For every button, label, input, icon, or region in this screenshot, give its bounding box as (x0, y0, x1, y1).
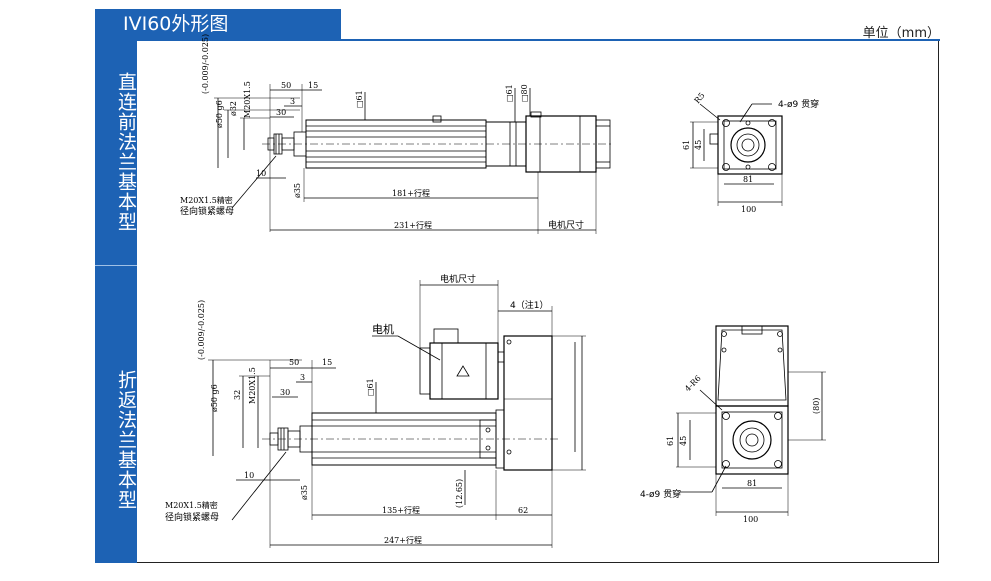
a15-text-bottom: 15 (322, 358, 332, 367)
d32-text-top: ø32 (229, 101, 238, 116)
nut-label-bottom-1: M20X1.5精密 (165, 500, 218, 510)
d61b-text-top: □61 (505, 84, 514, 102)
bottom-end-view (676, 325, 826, 516)
d1265-text: (12.65) (455, 479, 464, 508)
w100-text-bottom: 100 (743, 515, 758, 524)
motor-label: 电机 (372, 322, 394, 336)
h80-text-bottom: (80) (812, 398, 821, 414)
len181-text: 181+行程 (392, 188, 430, 198)
d80-text-top: □80 (520, 84, 529, 102)
sidebar-separator (95, 265, 137, 266)
unit-label: 单位（mm） (862, 26, 940, 41)
d35-text-top: ø35 (293, 183, 302, 198)
a3-text-top: 3 (290, 97, 295, 106)
m20-text-bottom: M20X1.5 (248, 367, 257, 404)
w100-text-top: 100 (741, 205, 756, 214)
a50-text-bottom: 50 (289, 358, 299, 367)
a3-text-bottom: 3 (300, 373, 305, 382)
page-title: IVI60外形图 (95, 9, 341, 39)
sidebar-label-bottom: 折返法兰基本型 (115, 370, 137, 510)
a10-text-top: 10 (256, 169, 266, 178)
a10-text-bottom: 10 (244, 471, 254, 480)
d35-text-bottom: ø35 (300, 485, 309, 500)
h45-text-bottom: 45 (679, 436, 688, 446)
nut-label-top-1: M20X1.5精密 (180, 195, 233, 205)
len62-text: 62 (518, 506, 528, 515)
len135-text: 135+行程 (382, 505, 420, 515)
r6-text: 4-R6 (683, 374, 703, 394)
h45-text-top: 45 (694, 140, 703, 150)
motor-size-text-bottom: 电机尺寸 (440, 273, 476, 285)
w81-text-top: 81 (743, 175, 753, 184)
a50-text-top: 50 (281, 81, 291, 90)
nut-label-top-2: 径向锁紧螺母 (180, 205, 234, 217)
a30-text-bottom: 30 (280, 388, 290, 397)
sidebar (95, 41, 137, 563)
holes-text-bottom: 4-ø9 贯穿 (640, 488, 681, 500)
sidebar-label-top: 直连前法兰基本型 (115, 72, 137, 232)
tol-text-top: (-0.009/-0.025) (201, 34, 210, 94)
len247-text: 247+行程 (384, 535, 422, 545)
h61-text-bottom: 61 (666, 436, 675, 446)
a30-text-top: 30 (276, 108, 286, 117)
top-side-view (214, 84, 612, 234)
d50-text-bottom: ø50 g6 (210, 384, 219, 412)
top-end-view (690, 103, 783, 206)
w81-text-bottom: 81 (747, 479, 757, 488)
d32-text-bottom: 32 (233, 390, 242, 400)
len231-text: 231+行程 (394, 220, 432, 230)
note-text: 4（注1） (510, 299, 548, 311)
d50-text-top: ø50 g6 (215, 100, 224, 128)
d61-text-top: □61 (355, 90, 364, 108)
m20-text-top: M20X1.5 (243, 81, 252, 118)
tol-text-bottom: (-0.009/-0.025) (197, 300, 206, 360)
drawing-frame (137, 41, 939, 563)
motor-size-text-top: 电机尺寸 (548, 219, 584, 231)
h61-text-top: 61 (682, 140, 691, 150)
a15-text-top: 15 (308, 81, 318, 90)
bottom-side-view (208, 280, 586, 548)
nut-label-bottom-2: 径向锁紧螺母 (165, 511, 219, 523)
holes-text-top: 4-ø9 贯穿 (778, 98, 819, 110)
header-rule (95, 39, 940, 41)
r5-text: R5 (693, 91, 707, 105)
d61-text-bottom: □61 (366, 378, 375, 396)
